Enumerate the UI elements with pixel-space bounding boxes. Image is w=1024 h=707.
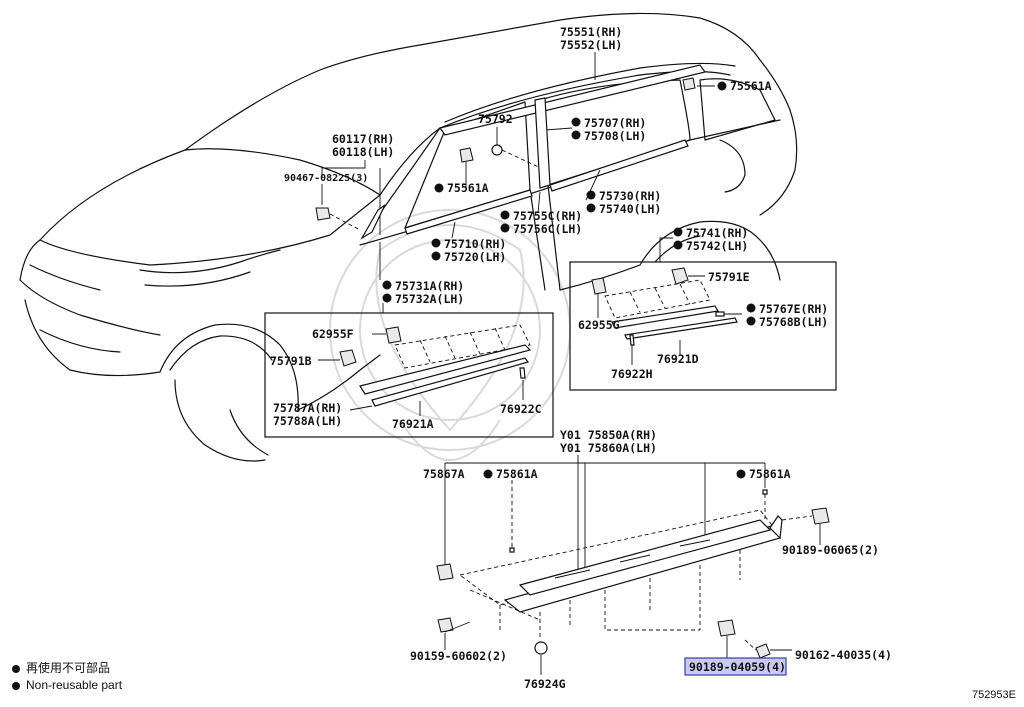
- label-75860a: Y01 75860A(LH): [560, 441, 657, 455]
- label-90189-04059[interactable]: 90189-04059(4): [689, 660, 786, 674]
- plug-76924g: [534, 641, 548, 675]
- label-62955g: 62955G: [578, 318, 620, 332]
- highlight-90189-04059[interactable]: [684, 657, 787, 676]
- non-reusable-dot: [431, 238, 441, 248]
- b-pillar-garnish: [534, 97, 551, 189]
- label-75861a-left: 75861A: [496, 467, 538, 481]
- label-90162: 90162-40035(4): [795, 648, 892, 662]
- rear-door-belt-moulding: [549, 139, 689, 192]
- label-75730: 75730(RH): [599, 189, 661, 203]
- non-reusable-dot: [673, 240, 683, 250]
- label-75742: 75742(LH): [686, 239, 748, 253]
- non-reusable-dot: [746, 303, 756, 313]
- leader-75710: [451, 221, 456, 239]
- leader-60117: [321, 160, 366, 178]
- non-reusable-dot: [483, 469, 493, 479]
- label-90189-06065: 90189-06065(2): [782, 543, 879, 557]
- label-90159: 90159-60602(2): [410, 649, 507, 663]
- label-75551: 75551(RH): [560, 25, 622, 39]
- label-75561a-top: 75561A: [730, 79, 772, 93]
- bullet-dot-icon: [12, 681, 20, 690]
- legend-row-jp: 再使用不可部品: [12, 660, 122, 677]
- rocker-leaders: [444, 455, 766, 575]
- label-75561a-mid: 75561A: [447, 181, 489, 195]
- non-reusable-dot: [382, 293, 392, 303]
- label-75707: 75707(RH): [584, 116, 646, 130]
- non-reusable-dot: [571, 117, 581, 127]
- screw-90467: [315, 184, 361, 231]
- leader-75707: [544, 127, 573, 131]
- legend: 再使用不可部品 Non-reusable part: [12, 660, 122, 694]
- label-90467: 90467-08225(3): [284, 173, 368, 184]
- label-75741: 75741(RH): [686, 226, 748, 240]
- label-75867a: 75867A: [423, 467, 465, 481]
- clip-75561a-top: [682, 77, 727, 91]
- clip-75867a: [436, 563, 454, 581]
- legend-row-en: Non-reusable part: [12, 677, 122, 694]
- label-75755c: 75755C(RH): [513, 209, 582, 223]
- non-reusable-dot: [431, 251, 441, 261]
- rocker-panel: [458, 480, 783, 640]
- clip-75561a-mid: [434, 147, 474, 193]
- label-76922c: 76922C: [500, 402, 542, 416]
- label-76924g: 76924G: [524, 677, 566, 691]
- non-reusable-dot: [746, 316, 756, 326]
- label-76922h: 76922H: [611, 367, 653, 381]
- label-76921a: 76921A: [392, 417, 434, 431]
- label-75720: 75720(LH): [444, 250, 506, 264]
- label-75740: 75740(LH): [599, 202, 661, 216]
- a-pillar-garnish: [360, 204, 386, 240]
- diagram-reference-code: 752953E: [971, 689, 1016, 701]
- label-76921d: 76921D: [657, 352, 699, 366]
- label-75791b: 75791B: [270, 354, 312, 368]
- label-75861a-right: 75861A: [749, 467, 791, 481]
- label-75708: 75708(LH): [584, 129, 646, 143]
- non-reusable-dot: [500, 210, 510, 220]
- detail-box-rear-door: [569, 261, 837, 391]
- legend-jp-text: 再使用不可部品: [26, 661, 111, 675]
- label-75787a: 75787A(RH): [273, 401, 342, 415]
- label-62955f: 62955F: [312, 327, 354, 341]
- label-60117: 60117(RH): [332, 132, 394, 146]
- label-75792: 75792: [478, 112, 513, 126]
- label-75756c: 75756C(LH): [513, 222, 582, 236]
- non-reusable-dot: [586, 190, 596, 200]
- screw-90162: [744, 639, 792, 659]
- non-reusable-dot: [673, 227, 683, 237]
- non-reusable-dot: [586, 203, 596, 213]
- clip-75792: [491, 127, 546, 171]
- label-75850a: Y01 75850A(RH): [560, 428, 657, 442]
- non-reusable-dot: [736, 469, 746, 479]
- non-reusable-dot: [382, 280, 392, 290]
- label-60118: 60118(LH): [332, 145, 394, 159]
- non-reusable-dot: [571, 130, 581, 140]
- leader-75755c: [537, 191, 541, 214]
- label-75767e: 75767E(RH): [759, 302, 828, 316]
- label-75788a: 75788A(LH): [273, 414, 342, 428]
- screw-90159: [437, 617, 471, 650]
- label-75732a: 75732A(LH): [395, 292, 464, 306]
- detail-box-front-door: [264, 312, 554, 438]
- bullet-dot-icon: [12, 664, 20, 673]
- label-75731a: 75731A(RH): [395, 279, 464, 293]
- label-75710: 75710(RH): [444, 237, 506, 251]
- nut-90189-06065: [781, 507, 830, 545]
- front-door-belt-moulding: [404, 189, 533, 235]
- label-75768b: 75768B(LH): [759, 315, 828, 329]
- non-reusable-dot: [500, 223, 510, 233]
- legend-en-text: Non-reusable part: [26, 678, 123, 692]
- leader-75741: [659, 237, 673, 262]
- nut-90189-04059: [717, 619, 736, 658]
- leader-75730: [585, 169, 601, 201]
- roof-drip-moulding: [438, 52, 707, 136]
- label-75791e: 75791E: [708, 270, 750, 284]
- label-75552: 75552(LH): [560, 38, 622, 52]
